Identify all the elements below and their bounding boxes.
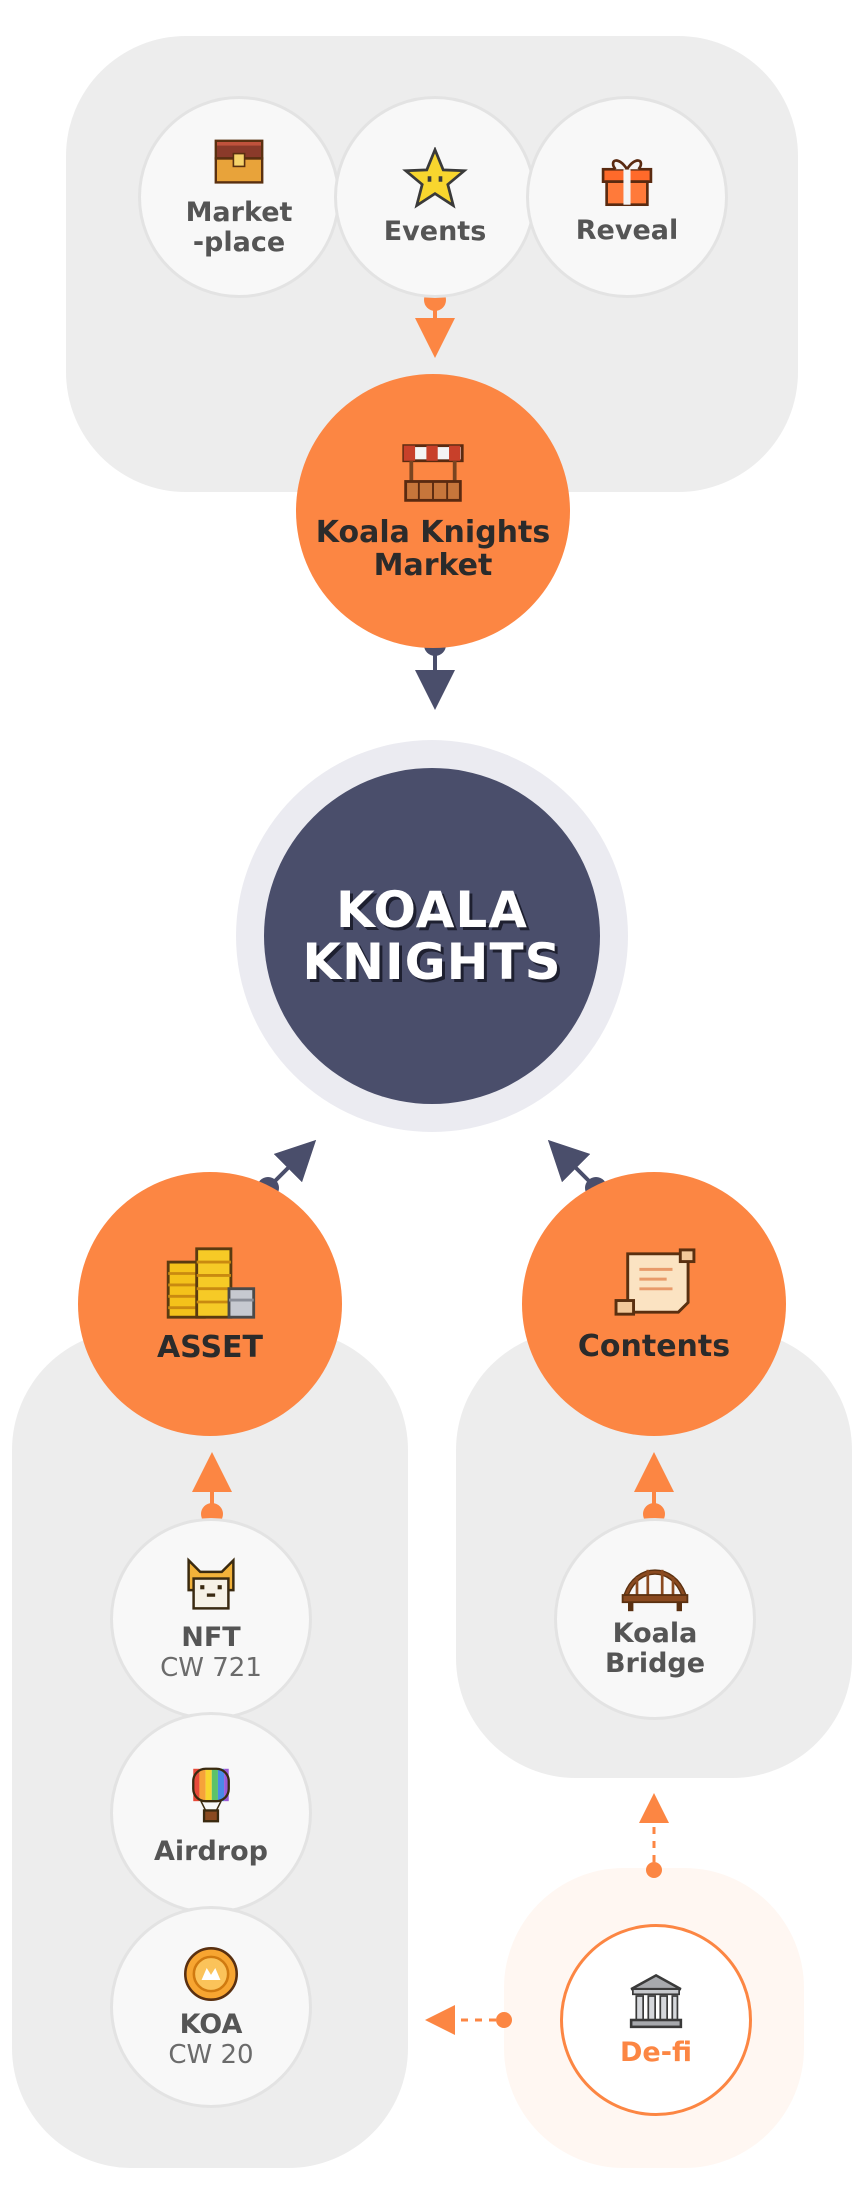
- bank-icon: [629, 1973, 683, 2029]
- arrow-defi-to-asset: [425, 2005, 512, 2035]
- star-icon: [402, 147, 468, 209]
- arrow-defi-to-contents: [639, 1793, 669, 1878]
- balloon-icon: [192, 1767, 230, 1823]
- asset-label: ASSET: [156, 1329, 264, 1365]
- nft-label: NFT: [181, 1622, 241, 1653]
- reveal-label: Reveal: [575, 215, 679, 246]
- koa-label: KOA: [179, 2009, 243, 2040]
- asset-node[interactable]: ASSET: [78, 1172, 342, 1436]
- coins-icon: [166, 1246, 256, 1319]
- koa-node[interactable]: KOA CW 20: [110, 1906, 312, 2108]
- bridge-label-2: Bridge: [604, 1648, 706, 1679]
- contents-node[interactable]: Contents: [522, 1172, 786, 1436]
- koala-knights-node[interactable]: KOALA KNIGHTS: [264, 768, 600, 1104]
- center-title-1: KOALA: [336, 881, 528, 939]
- bridge-icon: [621, 1569, 689, 1612]
- koa-coin-icon: [184, 1947, 238, 2001]
- koa-sub: CW 20: [168, 2040, 254, 2070]
- nft-sub: CW 721: [160, 1653, 262, 1683]
- market-stall-icon: [402, 444, 464, 502]
- events-label: Events: [383, 216, 487, 247]
- center-title-2: KNIGHTS: [302, 933, 562, 991]
- market-label-2: Market: [373, 548, 493, 583]
- scroll-icon: [614, 1247, 696, 1316]
- airdrop-node[interactable]: Airdrop: [110, 1712, 312, 1914]
- marketplace-label-1: Market: [185, 197, 293, 228]
- nft-node[interactable]: NFT CW 721: [110, 1518, 312, 1720]
- bridge-label-1: Koala: [612, 1618, 698, 1649]
- marketplace-node[interactable]: Market -place: [138, 96, 340, 298]
- contents-label: Contents: [577, 1328, 731, 1364]
- marketplace-label-2: -place: [192, 227, 286, 258]
- market-label-1: Koala Knights: [315, 515, 551, 550]
- koala-knights-market-node[interactable]: Koala Knights Market: [296, 374, 570, 648]
- airdrop-label: Airdrop: [154, 1836, 268, 1867]
- fox-icon: [187, 1557, 235, 1610]
- defi-label: De-fi: [620, 2037, 692, 2068]
- treasure-chest-icon: [214, 139, 264, 184]
- gift-icon: [601, 159, 653, 207]
- koala-bridge-node[interactable]: Koala Bridge: [554, 1518, 756, 1720]
- reveal-node[interactable]: Reveal: [526, 96, 728, 298]
- events-node[interactable]: Events: [334, 96, 536, 298]
- defi-node[interactable]: De-fi: [560, 1924, 752, 2116]
